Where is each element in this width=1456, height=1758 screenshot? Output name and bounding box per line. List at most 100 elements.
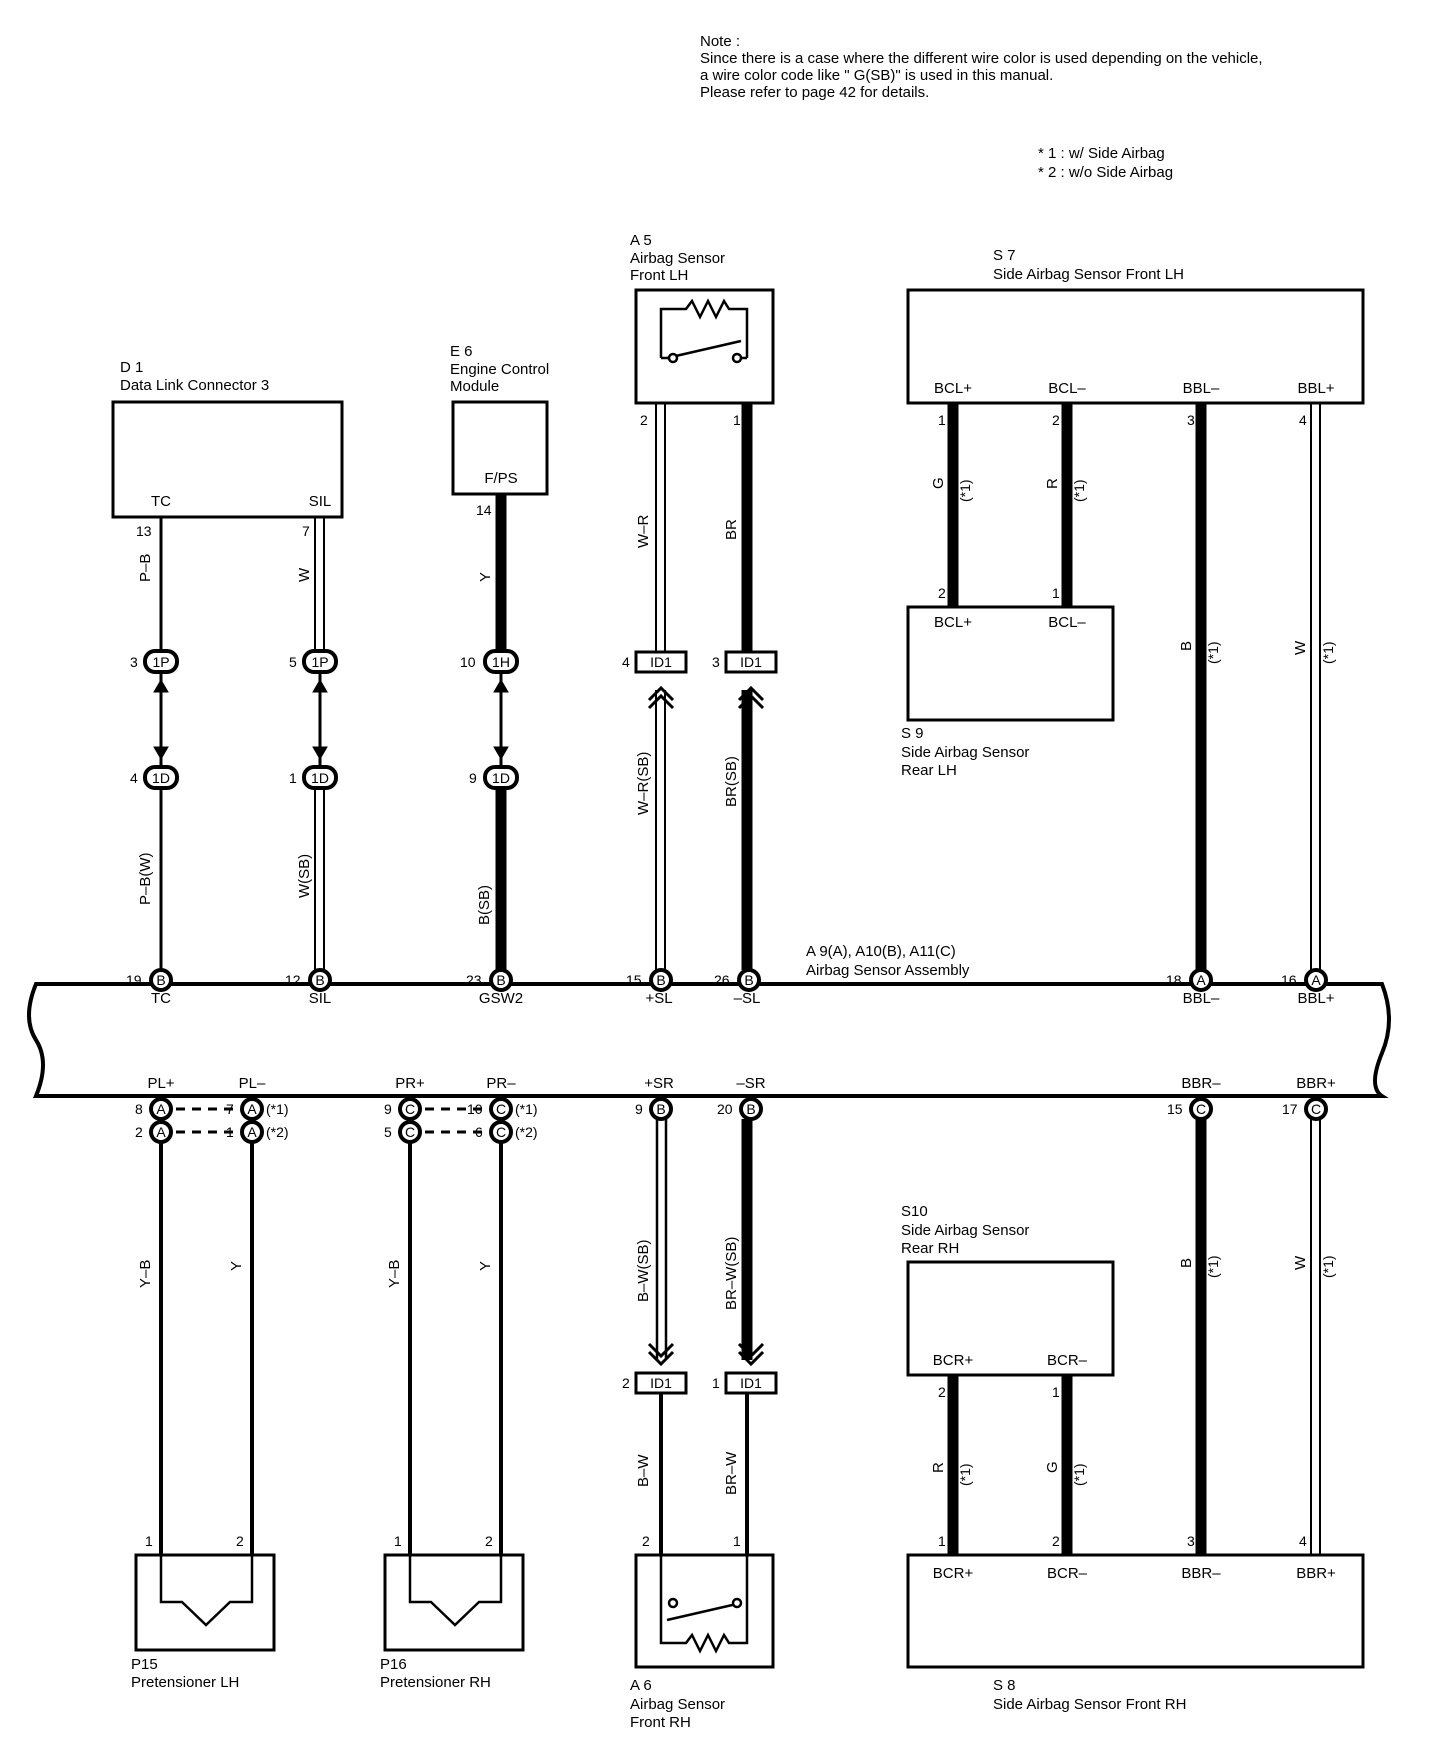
label-sil-upper: W: [296, 567, 313, 582]
pin-p15-1: 1: [145, 1533, 153, 1549]
junction-1p-tc-label: 1P: [152, 654, 169, 670]
legend-star2: * 2 : w/o Side Airbag: [1038, 164, 1173, 181]
s9-pin-bcl-minus: BCL–: [1048, 614, 1086, 631]
upper-wire-labels: P–B W Y W–R BR G (*1) R (*1) B (*1) W (*…: [137, 477, 1336, 925]
a9-bot-pin-pl-minus: PL–: [239, 1075, 266, 1092]
s8-pin-bcr-minus: BCR–: [1047, 1565, 1088, 1582]
arrow-id1-upper-2: [737, 685, 765, 710]
wire-sr-plus: [655, 1119, 668, 1555]
s7-code: S 7: [993, 247, 1016, 264]
component-s9: BCL+ BCL– S 9 Side Airbag Sensor Rear LH: [901, 605, 1115, 779]
arrow-tc: [153, 672, 169, 767]
wire-s7-bbl-plus: [1310, 403, 1321, 970]
pin-s10-2: 2: [938, 1384, 946, 1400]
conn-b-19: [149, 968, 173, 992]
a9-top-pin-sl-plus: +SL: [645, 990, 672, 1007]
conn-a-16-label: A: [1311, 972, 1321, 988]
p16-box: [383, 1553, 525, 1652]
label-bbr-minus: B: [1178, 1258, 1195, 1268]
pin-c-5: 5: [384, 1124, 392, 1140]
label-s7-3: B: [1178, 641, 1195, 651]
pin-p15-2: 2: [236, 1533, 244, 1549]
label-s7-2: R: [1044, 478, 1061, 489]
label-fps-lower: B(SB): [476, 885, 493, 925]
arrow-id1-lower-1: [647, 1342, 675, 1367]
pin-a-1: 1: [226, 1124, 234, 1140]
note-line-1: Since there is a case where the differen…: [700, 50, 1263, 67]
junction-id1-lower-1-label: ID1: [650, 1375, 672, 1391]
label-bbr-plus-star: (*1): [1320, 1255, 1336, 1278]
s8-pin-bcr-plus: BCR+: [933, 1565, 974, 1582]
pin-s9-2: 2: [938, 585, 946, 601]
conn-a-8-label: A: [156, 1101, 166, 1117]
p15-symbol: [159, 1555, 254, 1627]
pin-c-10: 10: [467, 1101, 483, 1117]
label-s10-1: G: [1044, 1461, 1061, 1473]
e6-name-2: Module: [450, 378, 499, 395]
s10-name-1: Side Airbag Sensor: [901, 1222, 1029, 1239]
conn-b-12-label: B: [315, 972, 324, 988]
wire-s7-s9: [947, 403, 1073, 607]
conn-b-23-label: B: [496, 972, 505, 988]
component-s8: BCR+ BCR– BBR– BBR+ 1 2 3 4 S 8 Side Air…: [906, 1533, 1365, 1713]
s9-name-1: Side Airbag Sensor: [901, 744, 1029, 761]
wire-pl: [159, 1142, 254, 1555]
s10-name-2: Rear RH: [901, 1240, 959, 1257]
d1-code: D 1: [120, 359, 143, 376]
label-s7-4-star: (*1): [1320, 641, 1336, 664]
pin-a-16: 16: [1281, 972, 1297, 988]
conn-c-17-label: C: [1311, 1101, 1321, 1117]
a9-top-pin-gsw2: GSW2: [479, 990, 523, 1007]
pin-a-12: 12: [285, 972, 301, 988]
s9-name-2: Rear LH: [901, 762, 957, 779]
s10-box: [906, 1260, 1115, 1377]
junction-id1-upper-1: [634, 650, 688, 674]
label-sr-plus-upper: B–W(SB): [635, 1239, 652, 1302]
component-s7: S 7 Side Airbag Sensor Front LH BCL+ BCL…: [906, 247, 1365, 405]
a6-name-2: Front RH: [630, 1714, 691, 1731]
note-block: Note : Since there is a case where the d…: [700, 33, 1263, 101]
conn-a-16: [1304, 968, 1328, 992]
a9-name: Airbag Sensor Assembly: [806, 962, 970, 979]
a5-name-1: Airbag Sensor: [630, 250, 725, 267]
pin-a-8: 8: [135, 1101, 143, 1117]
a9-bot-pin-sr-minus: –SR: [736, 1075, 765, 1092]
pin-a-2: 2: [135, 1124, 143, 1140]
a9-bottom-connectors: A 8 A 7 (*1) A 2 A 1 (*2) C 9 C 10 (*1) …: [135, 1097, 1328, 1144]
pin-b-9: 9: [635, 1101, 643, 1117]
label-s7-4: W: [1292, 640, 1309, 655]
a9-top-pin-tc: TC: [151, 990, 171, 1007]
label-a5-1-lower: BR(SB): [723, 756, 740, 807]
s7-pin-bcl-plus: BCL+: [934, 380, 972, 397]
label-pr-plus: Y–B: [386, 1260, 403, 1288]
e6-code: E 6: [450, 343, 473, 360]
s8-pin-bbr-plus: BBR+: [1296, 1565, 1336, 1582]
a6-name-1: Airbag Sensor: [630, 1696, 725, 1713]
pin-e6-14: 14: [476, 502, 492, 518]
junction-id1-lower-1: [634, 1371, 688, 1395]
legend-block: * 1 : w/ Side Airbag * 2 : w/o Side Airb…: [1038, 145, 1173, 181]
pin-d1-13: 13: [136, 523, 152, 539]
s8-box: [906, 1553, 1365, 1669]
pin-c-17: 17: [1282, 1101, 1298, 1117]
pin-a-26: 26: [714, 972, 730, 988]
label-sr-minus-lower: BR–W: [723, 1451, 740, 1495]
component-s10: S10 Side Airbag Sensor Rear RH BCR+ BCR–…: [901, 1203, 1115, 1400]
s7-box: [906, 288, 1365, 405]
a9-top-pin-bbl-plus: BBL+: [1297, 990, 1334, 1007]
label-pl-plus: Y–B: [137, 1260, 154, 1288]
pin-s7-3: 3: [1187, 412, 1195, 428]
p16-code: P16: [380, 1656, 407, 1673]
label-bbr-minus-star: (*1): [1205, 1255, 1221, 1278]
pin-1h-10: 10: [460, 654, 476, 670]
label-tc-lower: P–B(W): [137, 852, 154, 905]
a5-box: [634, 288, 775, 405]
conn-a-7: [240, 1097, 264, 1121]
pin-s8-3: 3: [1187, 1533, 1195, 1549]
pin-1p-3: 3: [130, 654, 138, 670]
pin-a-18: 18: [1166, 972, 1182, 988]
pin-s8-4: 4: [1299, 1533, 1307, 1549]
conn-a-18-label: A: [1196, 972, 1206, 988]
junction-id1-upper-1-label: ID1: [650, 654, 672, 670]
